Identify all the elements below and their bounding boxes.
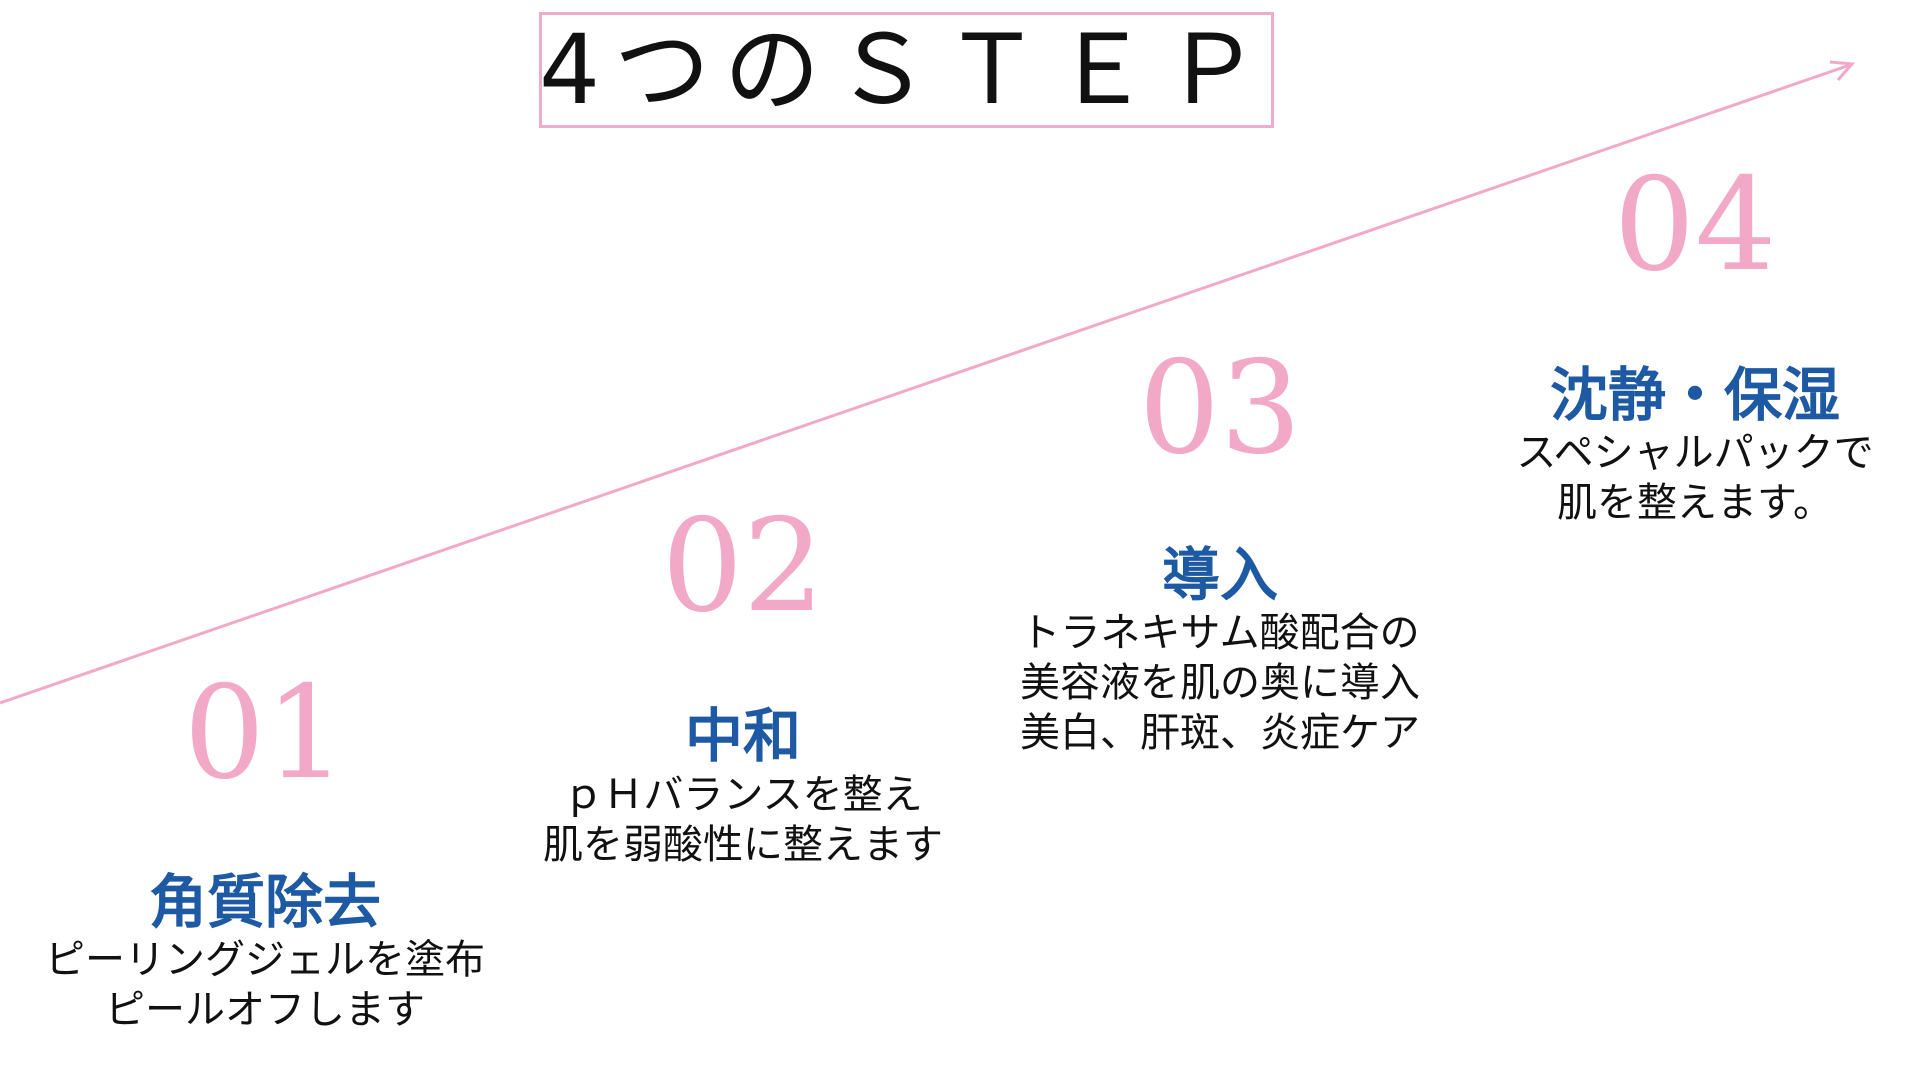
step-description-line: ピーリングジェルを塗布 — [45, 937, 485, 983]
step-description-line: 肌を整えます。 — [1556, 480, 1833, 526]
arrow-head-icon — [1829, 60, 1856, 81]
step-number: 01 — [183, 659, 347, 808]
step-description: ｐＨバランスを整え 肌を弱酸性に整えます — [543, 770, 943, 870]
step-description-line: ｐＨバランスを整え — [563, 772, 923, 818]
page-title: 4つのＳＴＥＰ — [538, 14, 1275, 126]
step-heading: 導入 — [1161, 541, 1279, 609]
step-heading: 中和 — [684, 702, 802, 770]
step-description: トラネキサム酸配合の 美容液を肌の奥に導入 美白、肝斑、炎症ケア — [1020, 608, 1420, 758]
step-description-line: トラネキサム酸配合の — [1020, 610, 1420, 656]
step-heading: 沈静・保湿 — [1549, 361, 1841, 429]
step-description-line: 美白、肝斑、炎症ケア — [1020, 710, 1420, 756]
step-number: 03 — [1138, 334, 1302, 483]
step-description-line: スペシャルパックで — [1516, 430, 1874, 476]
step-number: 04 — [1613, 151, 1777, 300]
step-description-line: 美容液を肌の奥に導入 — [1020, 660, 1420, 706]
step-description-line: 肌を弱酸性に整えます — [543, 822, 943, 868]
title-box: 4つのＳＴＥＰ — [539, 12, 1274, 128]
step-description: スペシャルパックで 肌を整えます。 — [1516, 428, 1873, 528]
step-number: 02 — [661, 492, 825, 641]
step-description: ピーリングジェルを塗布 ピールオフします — [45, 935, 485, 1035]
step-description-line: ピールオフします — [105, 987, 425, 1033]
step-heading: 角質除去 — [148, 868, 382, 936]
